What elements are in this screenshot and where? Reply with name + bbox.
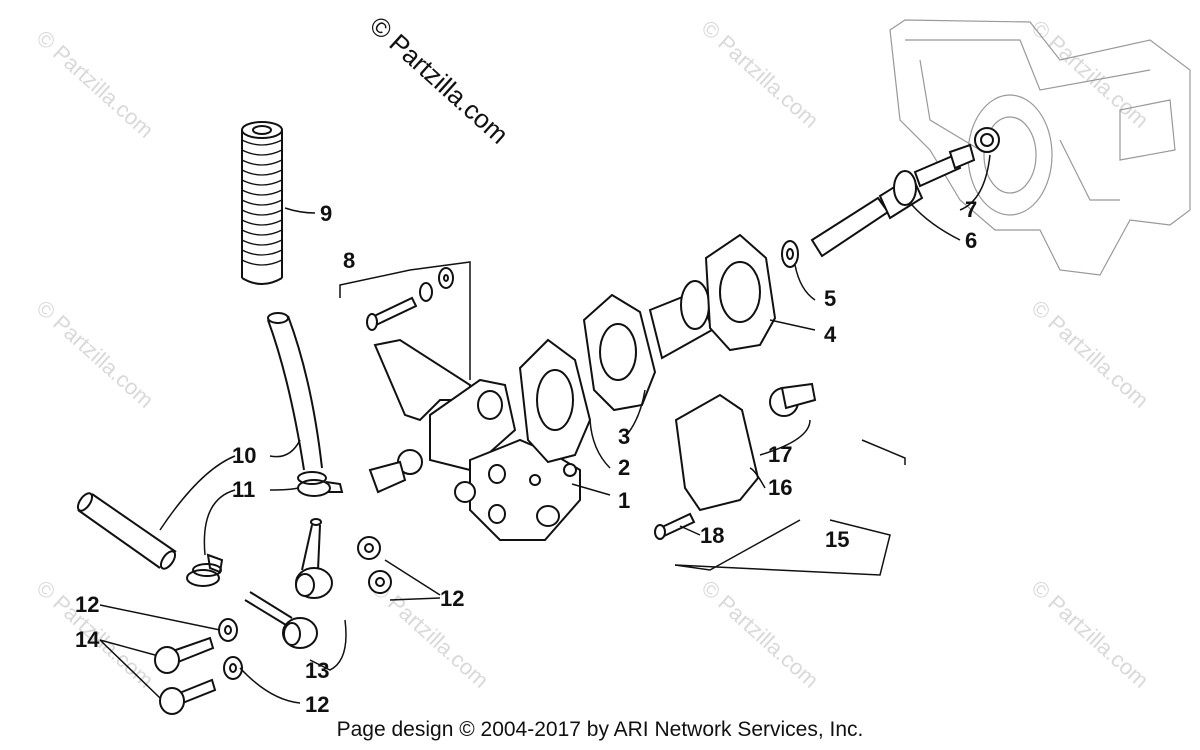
hose-lower xyxy=(76,492,177,570)
callout-12a: 12 xyxy=(75,592,99,617)
spring-part-9 xyxy=(241,121,283,285)
callout-12c: 12 xyxy=(305,692,329,717)
bolt-part-14 xyxy=(154,636,217,715)
callout-15: 15 xyxy=(825,527,849,552)
pump-body-part-1 xyxy=(368,338,581,541)
watermark-tile: © Partzilla.com xyxy=(1027,15,1154,133)
screw-part-8 xyxy=(366,267,454,331)
gasket-part-2 xyxy=(518,338,592,464)
callout-9: 9 xyxy=(320,201,332,226)
callout-5: 5 xyxy=(824,286,836,311)
callout-17: 17 xyxy=(768,442,792,467)
callout-8: 8 xyxy=(343,248,355,273)
callout-1: 1 xyxy=(618,488,630,513)
bushing-part-7 xyxy=(974,127,1000,153)
cover-group-part-15 xyxy=(654,382,817,540)
plate-part-3 xyxy=(582,280,714,412)
callout-2: 2 xyxy=(618,455,630,480)
engine-block-outline xyxy=(889,19,1191,276)
callout-18: 18 xyxy=(700,523,724,548)
watermark-main: © Partzilla.com xyxy=(364,10,514,150)
callout-6: 6 xyxy=(965,228,977,253)
watermark-tile: © Partzilla.com xyxy=(697,575,824,693)
callout-11: 11 xyxy=(232,477,255,502)
gasket-part-4 xyxy=(704,233,777,352)
fitting-part-13 xyxy=(244,518,333,649)
washer-part-5 xyxy=(781,240,799,268)
clamp-part-11 xyxy=(186,471,344,587)
callout-10: 10 xyxy=(232,443,256,468)
callout-4: 4 xyxy=(824,322,837,347)
watermark-tile: © Partzilla.com xyxy=(1027,575,1154,693)
callout-labels: 1 2 3 4 5 6 7 8 9 10 11 12 12 12 13 14 1… xyxy=(75,197,977,717)
callout-13: 13 xyxy=(305,658,329,683)
leader-lines xyxy=(99,154,991,704)
watermark-tile: © Partzilla.com xyxy=(1027,295,1154,413)
callout-3: 3 xyxy=(618,424,630,449)
callout-16: 16 xyxy=(768,475,792,500)
page-footer: Page design © 2004-2017 by ARI Network S… xyxy=(336,718,864,741)
hose-part-10 xyxy=(267,312,323,471)
callout-14: 14 xyxy=(75,627,100,652)
watermark-tile: © Partzilla.com xyxy=(32,25,159,143)
watermark-tile: © Partzilla.com xyxy=(697,15,824,133)
shaft-part-6 xyxy=(810,143,976,258)
callout-12b: 12 xyxy=(440,586,464,611)
callout-7: 7 xyxy=(965,197,977,222)
watermark-tile: © Partzilla.com xyxy=(367,575,494,693)
watermark-tile: © Partzilla.com xyxy=(32,295,159,413)
